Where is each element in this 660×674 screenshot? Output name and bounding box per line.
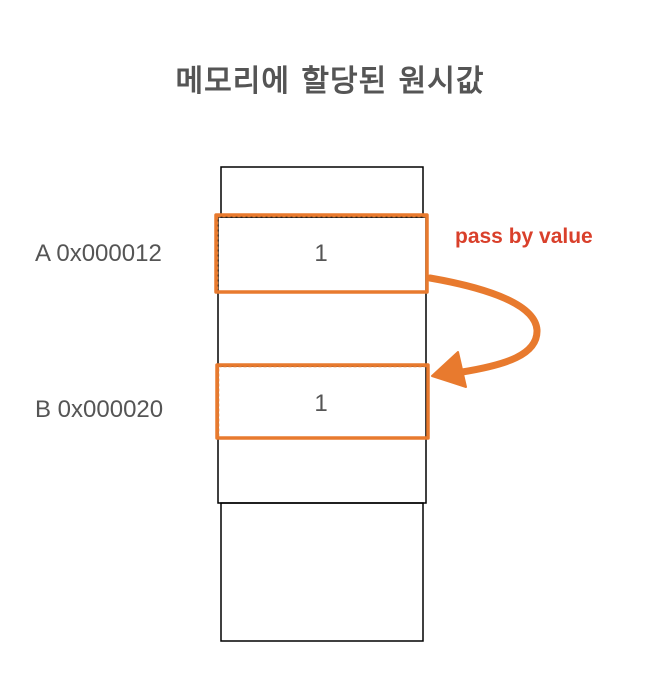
diagram-title: 메모리에 할당된 원시값 — [175, 64, 485, 99]
highlight-a — [214, 213, 429, 294]
pass-by-value-label: pass by value — [455, 225, 593, 248]
variable-b-address: B 0x000020 — [35, 396, 164, 423]
memory-cell-lower — [217, 437, 427, 504]
variable-a-value: 1 — [314, 240, 328, 267]
memory-cell-bottom — [220, 502, 424, 642]
variable-b-value: 1 — [314, 390, 328, 417]
highlight-b — [215, 363, 430, 440]
memory-cell-top — [220, 166, 424, 218]
memory-cell-middle — [217, 291, 427, 367]
variable-a-address: A 0x000012 — [35, 240, 162, 267]
pass-by-value-arrow — [426, 274, 541, 388]
